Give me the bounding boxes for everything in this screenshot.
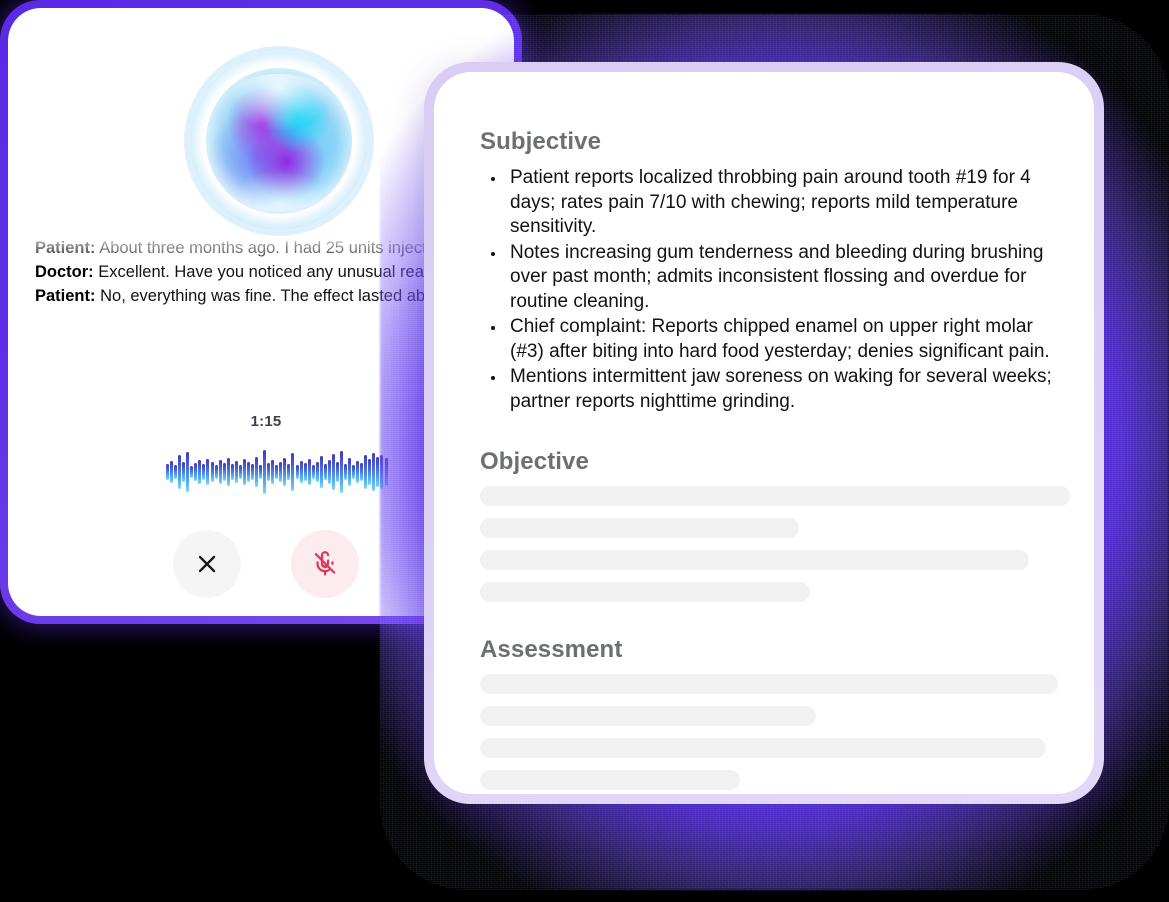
placeholder-bar bbox=[480, 770, 740, 790]
orb-highlight-top bbox=[226, 73, 332, 133]
waveform-bar bbox=[303, 463, 307, 481]
assessment-placeholder-group bbox=[480, 674, 1070, 790]
waveform-bar bbox=[194, 463, 198, 481]
waveform-bar bbox=[356, 461, 360, 483]
placeholder-bar bbox=[480, 550, 1029, 570]
waveform-bar bbox=[299, 461, 303, 483]
waveform-bar bbox=[340, 451, 344, 493]
waveform-bar bbox=[242, 459, 246, 485]
section-title-objective: Objective bbox=[480, 448, 589, 475]
waveform-bar bbox=[259, 465, 263, 479]
waveform-bar bbox=[372, 453, 376, 491]
soap-note-card-inner: Subjective Patient reports localized thr… bbox=[434, 72, 1094, 794]
orb-sphere bbox=[206, 68, 352, 214]
waveform-bar bbox=[178, 455, 182, 489]
waveform-bar bbox=[291, 453, 295, 491]
waveform-bar bbox=[348, 458, 352, 486]
waveform-bar bbox=[170, 461, 174, 483]
waveform-bar bbox=[206, 459, 210, 485]
ai-listening-orb bbox=[184, 46, 374, 236]
recording-controls bbox=[8, 530, 514, 598]
waveform-bar bbox=[250, 464, 254, 480]
waveform-bar bbox=[230, 464, 234, 480]
audio-waveform bbox=[166, 450, 388, 494]
waveform-bar bbox=[246, 462, 250, 482]
waveform-bar bbox=[335, 462, 339, 482]
list-item: Chief complaint: Reports chipped enamel … bbox=[506, 315, 1070, 364]
waveform-bar bbox=[323, 464, 327, 480]
recording-timer: 1:15 bbox=[8, 413, 514, 430]
waveform-bar bbox=[226, 458, 230, 486]
placeholder-bar bbox=[480, 706, 817, 726]
waveform-bar bbox=[166, 464, 169, 480]
waveform-bar bbox=[186, 452, 190, 492]
section-title-subjective: Subjective bbox=[480, 128, 602, 155]
orb-highlight-bottom bbox=[232, 170, 326, 212]
placeholder-bar bbox=[480, 518, 799, 538]
waveform-bar bbox=[182, 462, 186, 482]
waveform-bar bbox=[263, 450, 267, 494]
waveform-bar bbox=[287, 464, 291, 480]
waveform-bar bbox=[344, 464, 348, 480]
waveform-bar bbox=[255, 457, 259, 487]
transcript-speaker: Doctor: bbox=[35, 263, 94, 281]
section-title-assessment: Assessment bbox=[480, 636, 623, 663]
subjective-bullet-list: Patient reports localized throbbing pain… bbox=[480, 166, 1070, 414]
transcript-speaker: Patient: bbox=[35, 287, 96, 305]
waveform-bar bbox=[210, 462, 214, 482]
waveform-bar bbox=[275, 465, 279, 479]
waveform-bar bbox=[271, 460, 275, 484]
placeholder-bar bbox=[480, 486, 1070, 506]
waveform-bar bbox=[315, 462, 319, 482]
placeholder-bar bbox=[480, 582, 811, 602]
waveform-bar bbox=[238, 465, 242, 479]
waveform-bar bbox=[360, 463, 364, 481]
soap-note-body: Subjective Patient reports localized thr… bbox=[480, 128, 1070, 794]
waveform-bar bbox=[198, 460, 202, 484]
microphone-muted-icon bbox=[314, 551, 336, 576]
soap-note-card: Subjective Patient reports localized thr… bbox=[424, 62, 1104, 804]
waveform-bar bbox=[295, 465, 299, 479]
waveform-bar bbox=[222, 463, 226, 481]
waveform-bar bbox=[331, 454, 335, 490]
list-item: Notes increasing gum tenderness and blee… bbox=[506, 241, 1070, 315]
close-button[interactable] bbox=[173, 530, 241, 598]
placeholder-bar bbox=[480, 674, 1059, 694]
placeholder-bar bbox=[480, 738, 1047, 758]
waveform-bar bbox=[267, 463, 271, 481]
waveform-bar bbox=[234, 461, 238, 483]
waveform-bar bbox=[307, 459, 311, 485]
waveform-bar bbox=[283, 458, 287, 486]
waveform-bar bbox=[279, 462, 283, 482]
waveform-bar bbox=[218, 460, 222, 484]
waveform-bar bbox=[327, 460, 331, 484]
list-item: Mentions intermittent jaw soreness on wa… bbox=[506, 365, 1070, 414]
waveform-bar bbox=[202, 464, 206, 480]
waveform-bar bbox=[352, 465, 356, 479]
waveform-bar bbox=[190, 466, 194, 478]
transcript-speaker: Patient: bbox=[35, 239, 96, 257]
waveform-bar bbox=[364, 455, 368, 489]
waveform-bar bbox=[174, 465, 178, 479]
waveform-bar bbox=[214, 465, 218, 479]
recording-timer-value: 1:15 bbox=[250, 413, 282, 430]
mute-button[interactable] bbox=[291, 530, 359, 598]
objective-placeholder-group bbox=[480, 486, 1070, 602]
waveform-bar bbox=[311, 465, 315, 479]
waveform-bar bbox=[368, 459, 372, 485]
list-item: Patient reports localized throbbing pain… bbox=[506, 166, 1070, 240]
waveform-bar bbox=[319, 456, 323, 488]
close-icon bbox=[198, 555, 216, 573]
waveform-bar bbox=[376, 457, 380, 487]
